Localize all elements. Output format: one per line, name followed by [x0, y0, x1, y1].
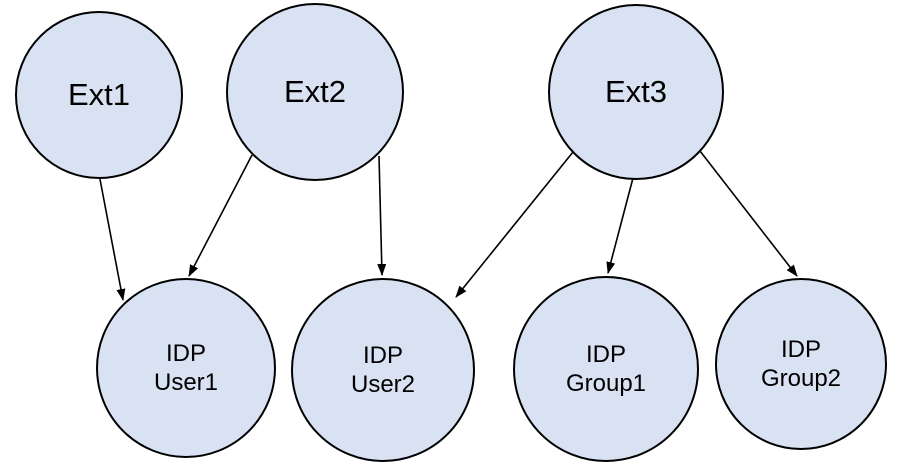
node-label-line: User2 [350, 371, 416, 398]
node-label-line: Ext2 [283, 74, 347, 110]
node-ext1: Ext1 [15, 11, 183, 179]
node-label-line: IDP [585, 340, 626, 368]
edge-ext1-to-user1 [98, 173, 126, 301]
node-label-ext3: Ext3 [605, 73, 667, 111]
node-label-line: IDP [165, 339, 206, 367]
node-label-line: IDP [780, 335, 821, 363]
edge-ext2-to-user2 [377, 155, 387, 276]
edge-ext3-to-group1 [606, 177, 634, 274]
node-ext2: Ext2 [226, 3, 404, 181]
node-label-ext1: Ext1 [68, 76, 130, 114]
node-label-line: User1 [153, 369, 219, 396]
node-label-line: Group1 [565, 370, 647, 397]
node-label-line: Group2 [760, 365, 842, 392]
node-label-line: IDP [362, 341, 403, 369]
node-label-line: Ext1 [67, 77, 131, 113]
node-label-ext2: Ext2 [284, 73, 346, 111]
node-label-line: Ext3 [604, 74, 668, 110]
edge-ext3-to-group2 [699, 150, 798, 277]
node-ext3: Ext3 [548, 4, 724, 180]
edge-ext2-to-user1 [188, 154, 253, 277]
edge-ext3-to-user2 [455, 151, 574, 298]
